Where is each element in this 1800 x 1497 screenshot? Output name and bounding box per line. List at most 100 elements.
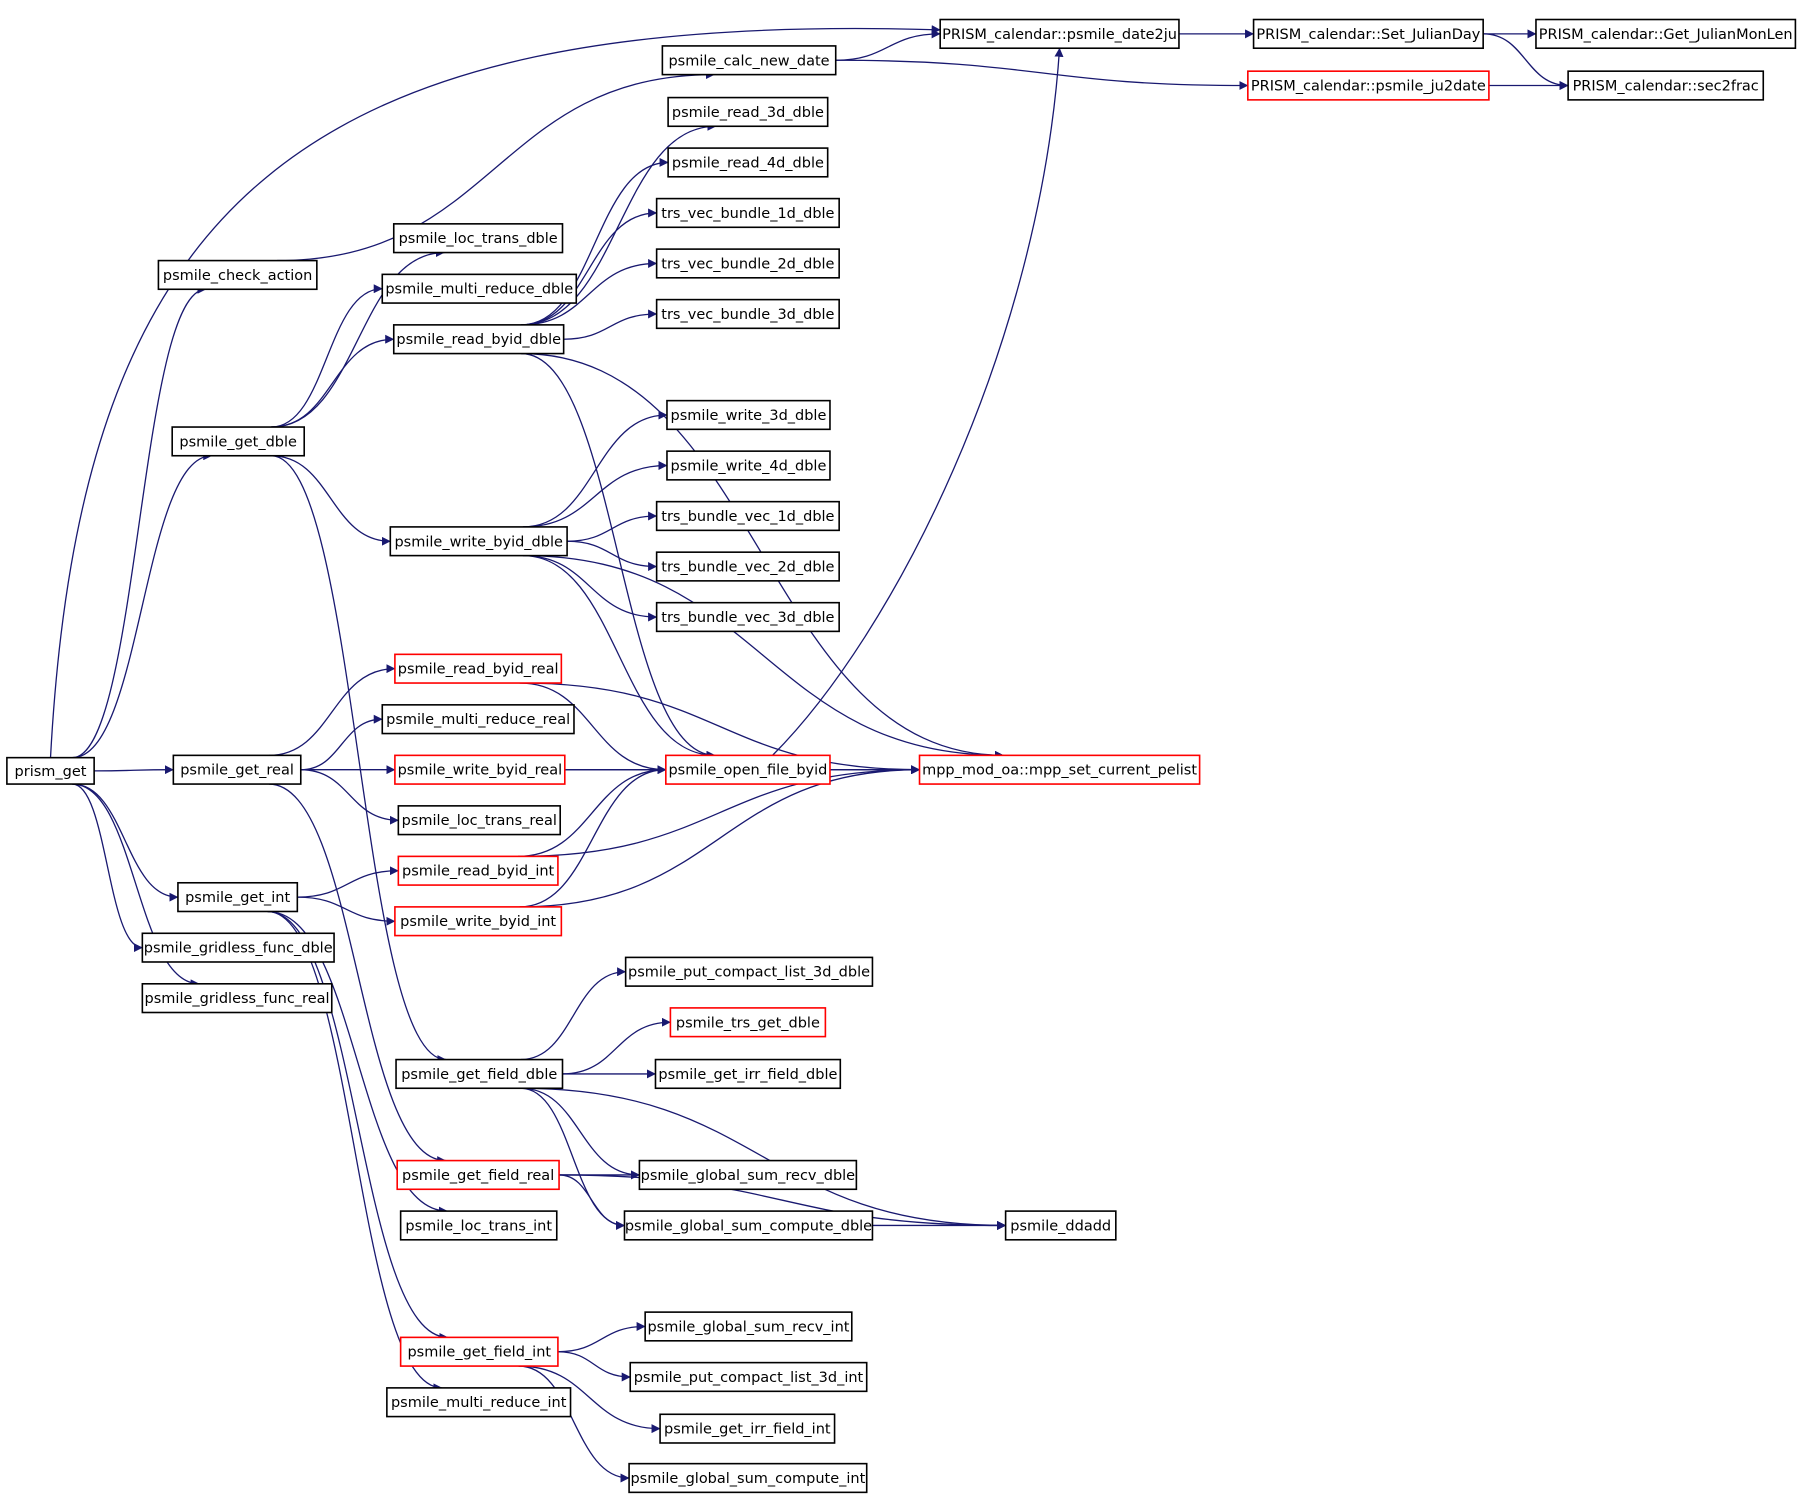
node-label: psmile_open_file_byid (668, 763, 827, 779)
edge-get-field-real-to-global-sum-compute-dble (559, 1174, 625, 1230)
node-get-julianmonlen[interactable]: PRISM_calendar::Get_JulianMonLen (1535, 18, 1797, 50)
node-label: psmile_put_compact_list_3d_int (634, 1370, 864, 1386)
node-date2ju[interactable]: PRISM_calendar::psmile_date2ju (939, 18, 1180, 50)
edge-set-julianday-to-sec2frac (1483, 33, 1569, 91)
node-trs-get-dble[interactable]: psmile_trs_get_dble (669, 1007, 827, 1038)
node-read-4d-dble[interactable]: psmile_read_4d_dble (667, 147, 829, 178)
node-calc-new-date[interactable]: psmile_calc_new_date (661, 45, 837, 76)
node-box (1567, 70, 1765, 101)
node-multi-reduce-real[interactable]: psmile_multi_reduce_real (381, 704, 575, 735)
edge-write-byid-dble-to-trs-bundle-3d (522, 554, 658, 622)
node-put-compact-3d-int[interactable]: psmile_put_compact_list_3d_int (629, 1361, 868, 1393)
node-get-field-int[interactable]: psmile_get_field_int (399, 1336, 559, 1367)
node-write-byid-dble[interactable]: psmile_write_byid_dble (389, 526, 568, 557)
node-open-file-byid[interactable]: psmile_open_file_byid (665, 754, 831, 785)
node-write-byid-real[interactable]: psmile_write_byid_real (394, 754, 566, 785)
node-sec2frac[interactable]: PRISM_calendar::sec2frac (1567, 70, 1765, 101)
node-box (665, 754, 831, 785)
node-box (141, 983, 333, 1014)
node-put-compact-3d-dble[interactable]: psmile_put_compact_list_3d_dble (624, 956, 874, 987)
node-label: PRISM_calendar::psmile_date2ju (942, 27, 1177, 43)
node-label: psmile_loc_trans_real (402, 813, 557, 829)
node-get-irr-field-int[interactable]: psmile_get_irr_field_int (659, 1413, 836, 1444)
node-read-3d-dble[interactable]: psmile_read_3d_dble (667, 96, 829, 128)
node-box (655, 551, 840, 582)
node-box (667, 147, 829, 178)
edge-get-real-to-get-field-real (268, 783, 447, 1166)
node-ju2date[interactable]: PRISM_calendar::psmile_ju2date (1247, 70, 1490, 101)
edge-get-field-dble-to-trs-get-dble (562, 1017, 671, 1075)
node-trs-bundle-1d[interactable]: trs_bundle_vec_1d_dble (655, 500, 840, 532)
node-trs-bundle-2d[interactable]: trs_bundle_vec_2d_dble (655, 551, 840, 582)
node-box (666, 450, 831, 481)
node-box (666, 399, 831, 431)
node-trs-vec-1d[interactable]: trs_vec_bundle_1d_dble (655, 197, 840, 229)
node-global-sum-recv-int[interactable]: psmile_global_sum_recv_int (644, 1311, 853, 1342)
node-box (381, 273, 578, 304)
node-label: psmile_read_4d_dble (672, 155, 824, 171)
edge-write-byid-dble-to-trs-bundle-2d (567, 540, 658, 572)
node-label: mpp_mod_oa::mpp_set_current_pelist (922, 763, 1197, 779)
edge-get-field-int-to-get-irr-field-int (518, 1365, 661, 1434)
node-box (667, 96, 829, 128)
node-trs-vec-3d[interactable]: trs_vec_bundle_3d_dble (655, 298, 840, 330)
node-box (396, 1159, 560, 1191)
node-box (661, 45, 837, 76)
node-read-byid-real[interactable]: psmile_read_byid_real (394, 653, 563, 684)
node-write-4d-dble[interactable]: psmile_write_4d_dble (666, 450, 831, 481)
node-label: psmile_global_sum_recv_int (647, 1319, 849, 1335)
edge-check-action-to-calc-new-date (277, 70, 715, 262)
node-get-irr-field-dble[interactable]: psmile_get_irr_field_dble (654, 1058, 842, 1090)
node-set-julianday[interactable]: PRISM_calendar::Set_JulianDay (1252, 18, 1484, 50)
node-read-byid-dble[interactable]: psmile_read_byid_dble (392, 324, 565, 355)
edge-get-field-dble-to-global-sum-recv-dble (520, 1087, 640, 1180)
node-prism-get[interactable]: prism_get (6, 756, 95, 785)
node-box (389, 526, 568, 557)
node-label: psmile_read_byid_real (398, 662, 559, 678)
node-ddadd[interactable]: psmile_ddadd (1004, 1210, 1117, 1241)
node-get-real[interactable]: psmile_get_real (172, 754, 302, 785)
edges-layer (49, 25, 1569, 1483)
node-global-sum-compute-dble[interactable]: psmile_global_sum_compute_dble (623, 1210, 874, 1241)
node-trs-vec-2d[interactable]: trs_vec_bundle_2d_dble (655, 248, 840, 279)
node-loc-trans-dble[interactable]: psmile_loc_trans_dble (392, 223, 564, 254)
node-check-action[interactable]: psmile_check_action (157, 259, 318, 291)
node-label: psmile_read_3d_dble (672, 105, 824, 121)
edge-read-byid-dble-to-trs-vec-1d (521, 208, 658, 326)
node-write-3d-dble[interactable]: psmile_write_3d_dble (666, 399, 831, 431)
edge-calc-new-date-to-date2ju (835, 29, 941, 61)
node-get-dble[interactable]: psmile_get_dble (171, 426, 306, 457)
edge-write-byid-dble-to-open-file-byid (522, 554, 716, 760)
node-box (399, 1210, 558, 1241)
node-label: PRISM_calendar::sec2frac (1573, 79, 1759, 95)
edge-calc-new-date-to-ju2date (835, 59, 1249, 91)
node-box (655, 298, 840, 330)
edge-write-byid-dble-to-trs-bundle-1d (567, 511, 658, 542)
node-read-byid-int[interactable]: psmile_read_byid_int (397, 855, 559, 886)
node-multi-reduce-int[interactable]: psmile_multi_reduce_int (386, 1387, 572, 1418)
node-trs-bundle-3d[interactable]: trs_bundle_vec_3d_dble (655, 601, 840, 633)
node-get-field-dble[interactable]: psmile_get_field_dble (395, 1058, 564, 1090)
node-box (629, 1361, 868, 1393)
node-write-byid-int[interactable]: psmile_write_byid_int (394, 906, 563, 937)
node-label: psmile_get_field_real (402, 1168, 554, 1184)
node-label: PRISM_calendar::Set_JulianDay (1256, 27, 1480, 43)
node-global-sum-recv-dble[interactable]: psmile_global_sum_recv_dble (638, 1159, 858, 1191)
node-loc-trans-real[interactable]: psmile_loc_trans_real (397, 805, 562, 836)
node-loc-trans-int[interactable]: psmile_loc_trans_int (399, 1210, 558, 1241)
node-gridless-dble[interactable]: psmile_gridless_func_dble (141, 932, 335, 963)
edge-write-byid-int-to-open-file-byid (519, 765, 667, 908)
edge-read-byid-int-to-mpp-set-pelist (518, 765, 920, 858)
node-box (655, 601, 840, 633)
node-box (628, 1462, 868, 1494)
node-gridless-real[interactable]: psmile_gridless_func_real (141, 983, 333, 1014)
node-label: psmile_get_irr_field_int (664, 1422, 831, 1438)
node-get-field-real[interactable]: psmile_get_field_real (396, 1159, 560, 1191)
node-global-sum-compute-int[interactable]: psmile_global_sum_compute_int (628, 1462, 868, 1494)
node-label: psmile_multi_reduce_real (386, 712, 570, 728)
node-mpp-set-pelist[interactable]: mpp_mod_oa::mpp_set_current_pelist (918, 754, 1201, 785)
node-label: psmile_write_byid_dble (394, 534, 563, 550)
node-label: PRISM_calendar::Get_JulianMonLen (1539, 27, 1793, 43)
node-multi-reduce-dble[interactable]: psmile_multi_reduce_dble (381, 273, 578, 304)
node-get-int[interactable]: psmile_get_int (177, 881, 299, 913)
